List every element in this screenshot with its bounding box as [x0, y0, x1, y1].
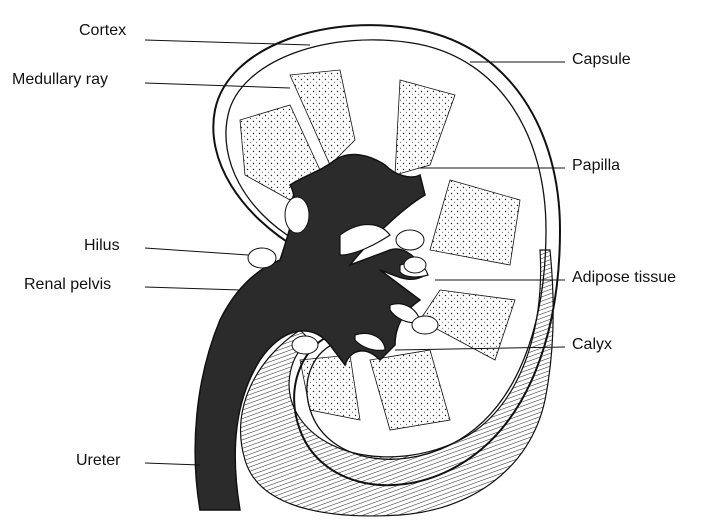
label-medullary-ray: Medullary ray	[12, 71, 108, 89]
label-ureter: Ureter	[76, 452, 120, 470]
label-papilla: Papilla	[572, 157, 620, 175]
label-renal-pelvis: Renal pelvis	[24, 276, 111, 294]
label-adipose-tissue: Adipose tissue	[572, 269, 676, 287]
label-capsule: Capsule	[572, 51, 631, 69]
label-calyx: Calyx	[572, 336, 612, 354]
label-hilus: Hilus	[84, 237, 120, 255]
label-cortex: Cortex	[79, 22, 126, 40]
